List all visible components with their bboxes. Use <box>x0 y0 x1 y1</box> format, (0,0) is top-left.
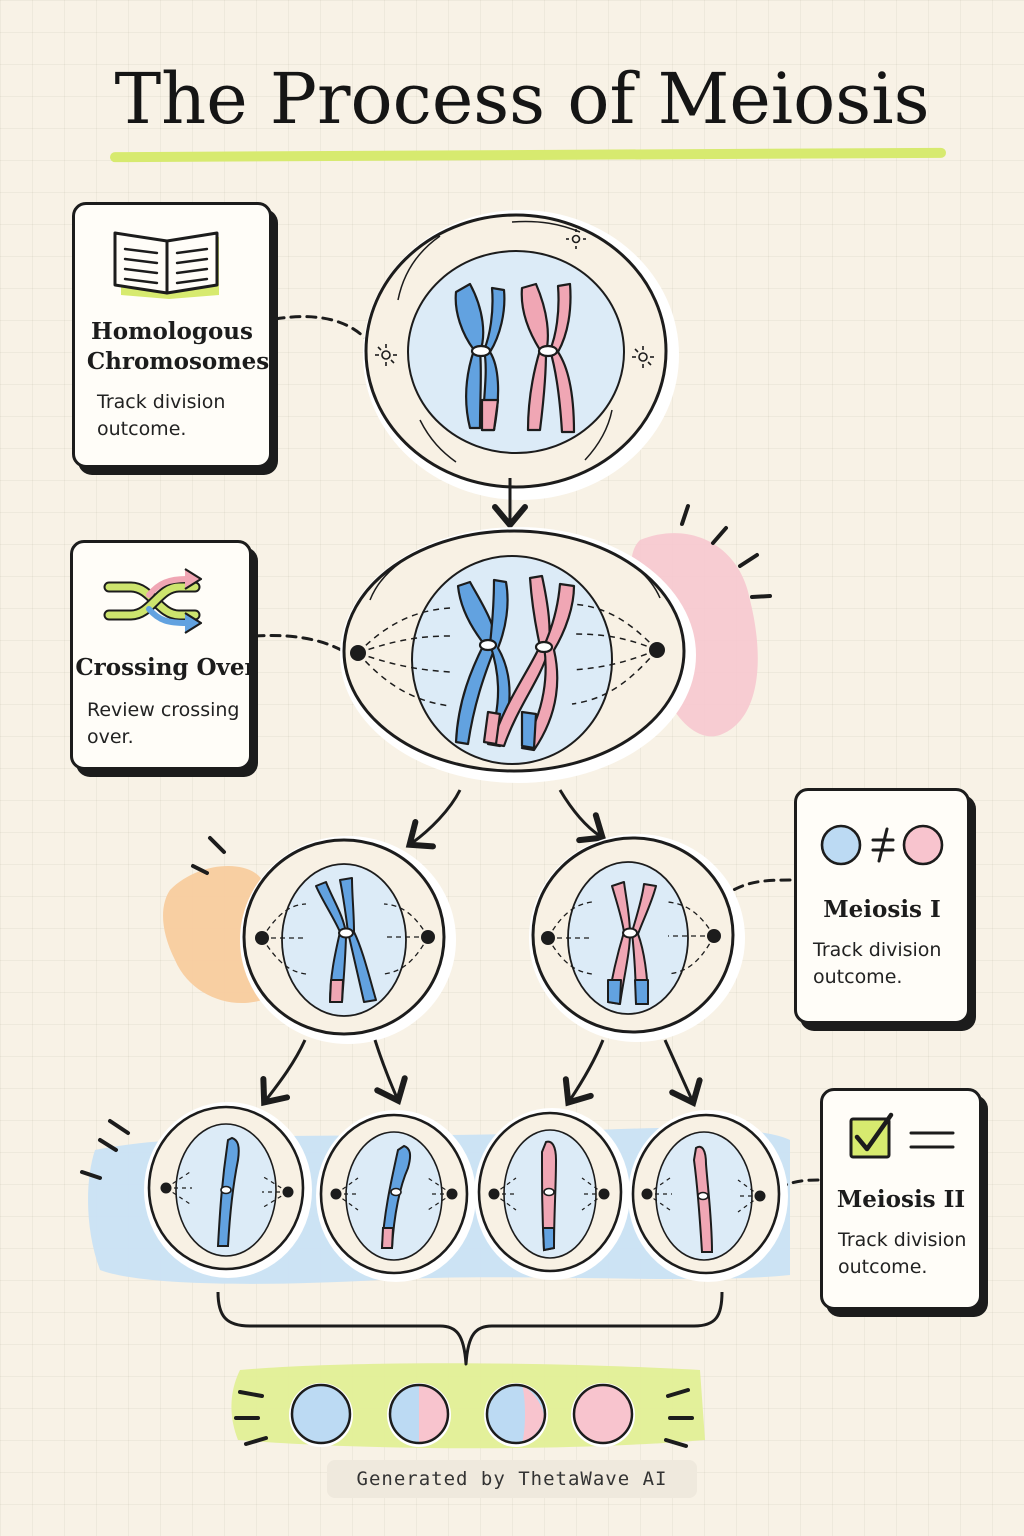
shuffle-arrows-icon <box>103 568 203 634</box>
page-title: The Process of Meiosis <box>114 58 930 140</box>
card-meiosis-i: Meiosis I Track division outcome. <box>794 788 970 1024</box>
meiosis2-cell-4 <box>628 1110 788 1282</box>
card-description: Review crossing <box>87 699 240 721</box>
centrosome-right <box>649 642 665 658</box>
pink-homologous-chromosome <box>520 282 576 434</box>
footer-credit: Generated by ThetaWave AI <box>327 1460 697 1498</box>
open-book-icon <box>113 231 219 299</box>
result-bracket <box>216 1291 724 1366</box>
blue-homologous-chromosome <box>454 282 506 432</box>
card-description: outcome. <box>97 418 187 440</box>
arrow-to-cell-3 <box>562 1039 605 1107</box>
card-description: Track division <box>838 1229 967 1251</box>
card-title: Crossing Over <box>75 654 257 681</box>
meiosis2-cell-3 <box>474 1108 630 1280</box>
card-title: Meiosis I <box>823 896 941 923</box>
card-homologous-chromosomes: Homologous Chromosomes Track division ou… <box>72 202 272 468</box>
arrow-to-pink-daughter <box>558 789 607 844</box>
card-description: outcome. <box>813 966 903 988</box>
card-description: Track division <box>97 391 226 413</box>
not-equal-circles-icon <box>820 824 944 866</box>
daughter-cell-pink <box>529 834 745 1042</box>
arrow-to-blue-daughter <box>405 789 462 850</box>
crossing-chromosomes <box>454 574 576 752</box>
spindle-fibers-left <box>357 607 451 707</box>
centrosome-sun-left <box>375 344 397 366</box>
card-crossing-over: Crossing Over Review crossing over. <box>70 540 257 770</box>
gamete-blue <box>289 1383 353 1447</box>
arrow-to-cell-1 <box>260 1039 307 1107</box>
daughter-cell-blue <box>240 836 456 1044</box>
centrosome-sun-right <box>632 346 654 368</box>
parent-cell <box>363 210 679 500</box>
gamete-blue-pink <box>387 1383 451 1447</box>
arrow-to-cell-4 <box>663 1039 703 1108</box>
meiosis2-cell-1 <box>144 1102 312 1278</box>
excitement-marks-left <box>80 836 226 1180</box>
card-description: Track division <box>813 939 942 961</box>
arrow-to-cell-2 <box>373 1039 408 1106</box>
meiosis2-cell-2 <box>316 1110 476 1282</box>
centrosome-left <box>350 645 366 661</box>
card-description: over. <box>87 726 134 748</box>
centrosome-sun-top <box>566 229 586 249</box>
spindle-fibers-right <box>571 603 658 705</box>
card-title: Homologous <box>91 318 253 345</box>
gamete-pink-blue <box>484 1383 548 1447</box>
excitement-marks-top <box>680 504 772 599</box>
orange-highlight-blob <box>163 866 262 1004</box>
excitement-marks-bottom <box>234 1388 694 1448</box>
card-meiosis-ii: Meiosis II Track division outcome. <box>820 1088 982 1310</box>
card-title: Chromosomes <box>86 348 270 375</box>
card-description: outcome. <box>838 1256 928 1278</box>
checkbox-equals-icon <box>849 1112 955 1159</box>
card-title: Meiosis II <box>836 1186 966 1213</box>
crossing-over-cell <box>340 527 696 783</box>
gamete-pink <box>571 1383 635 1447</box>
